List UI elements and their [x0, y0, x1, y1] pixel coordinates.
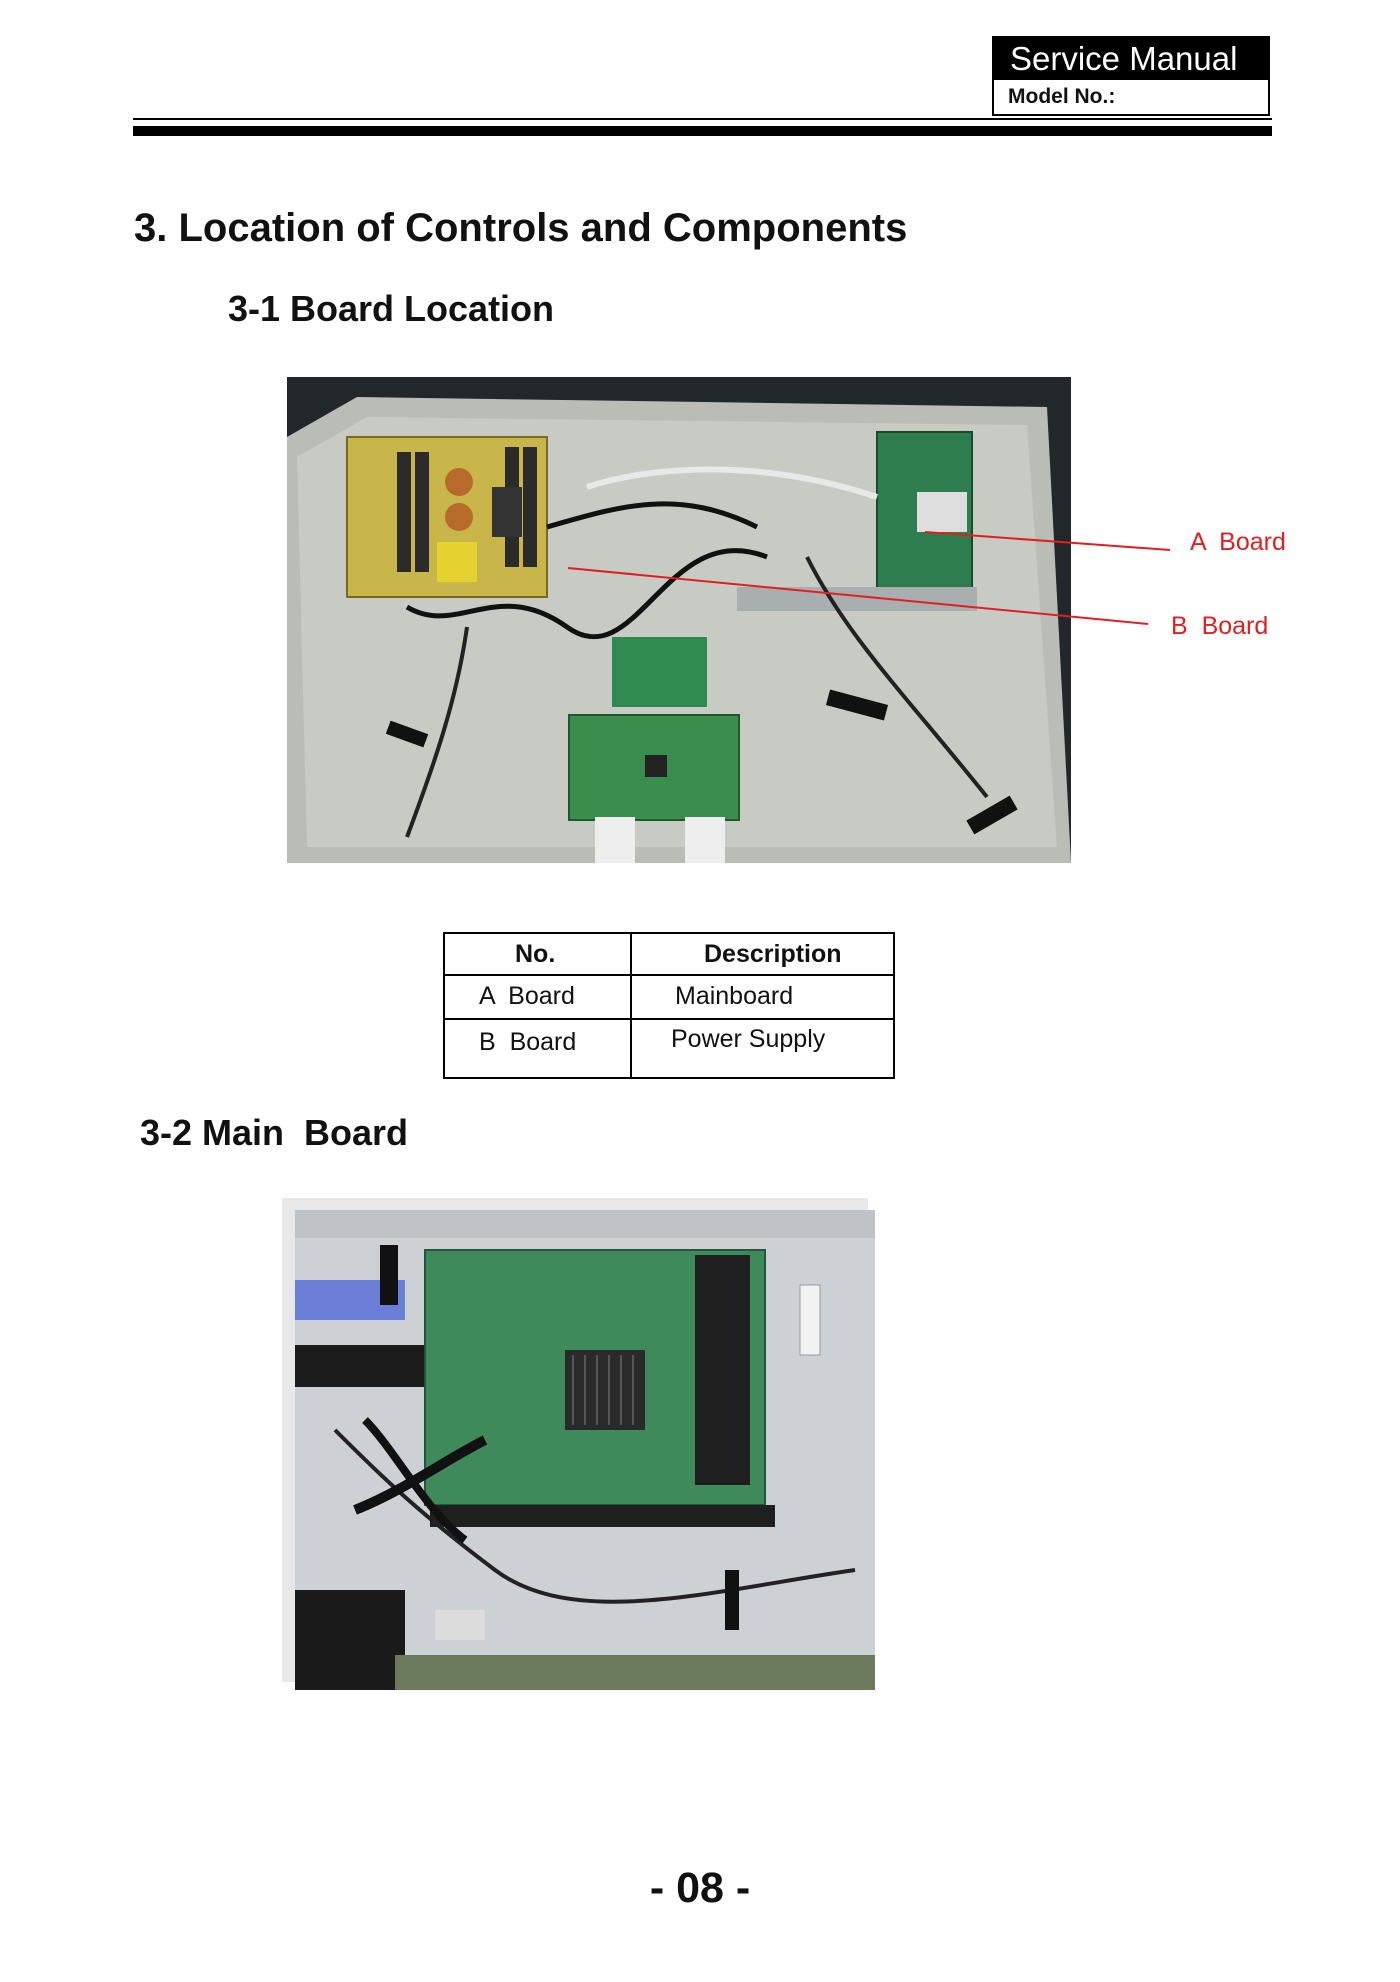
- section-heading: 3. Location of Controls and Components: [134, 206, 908, 250]
- table-divider-row: [445, 1018, 893, 1020]
- board-table: No. Description A Board Mainboard B Boar…: [443, 932, 895, 1079]
- callout-b-board: B Board: [1171, 612, 1269, 640]
- table-divider-header: [445, 974, 893, 976]
- header-title: Service Manual: [994, 38, 1268, 80]
- subsection-board-location: 3-1 Board Location: [228, 288, 555, 329]
- table-cell-description: Mainboard: [675, 982, 794, 1010]
- table-header-no: No.: [515, 940, 556, 968]
- header-box: Service Manual Model No.:: [992, 36, 1270, 116]
- table-divider-vertical: [630, 934, 632, 1077]
- main-board-photo: [295, 1210, 875, 1690]
- page-number: - 08 -: [649, 1864, 751, 1912]
- main-board-illustration: [295, 1210, 875, 1690]
- board-location-illustration: [287, 377, 1071, 863]
- table-cell-no: A Board: [479, 982, 575, 1010]
- subsection-main-board: 3-2 Main Board: [140, 1112, 409, 1153]
- table-header-description: Description: [704, 940, 842, 968]
- callout-line-a: [924, 531, 1171, 551]
- table-cell-description: Power Supply: [671, 1025, 826, 1053]
- header-rule-thin: [133, 118, 1272, 120]
- model-number-label: Model No.:: [1008, 85, 1116, 108]
- board-location-photo: [287, 377, 1071, 863]
- callout-line-b: [567, 567, 1149, 625]
- header-rule-thick: [133, 126, 1272, 136]
- callout-a-board: A Board: [1190, 528, 1286, 556]
- table-cell-no: B Board: [479, 1028, 577, 1056]
